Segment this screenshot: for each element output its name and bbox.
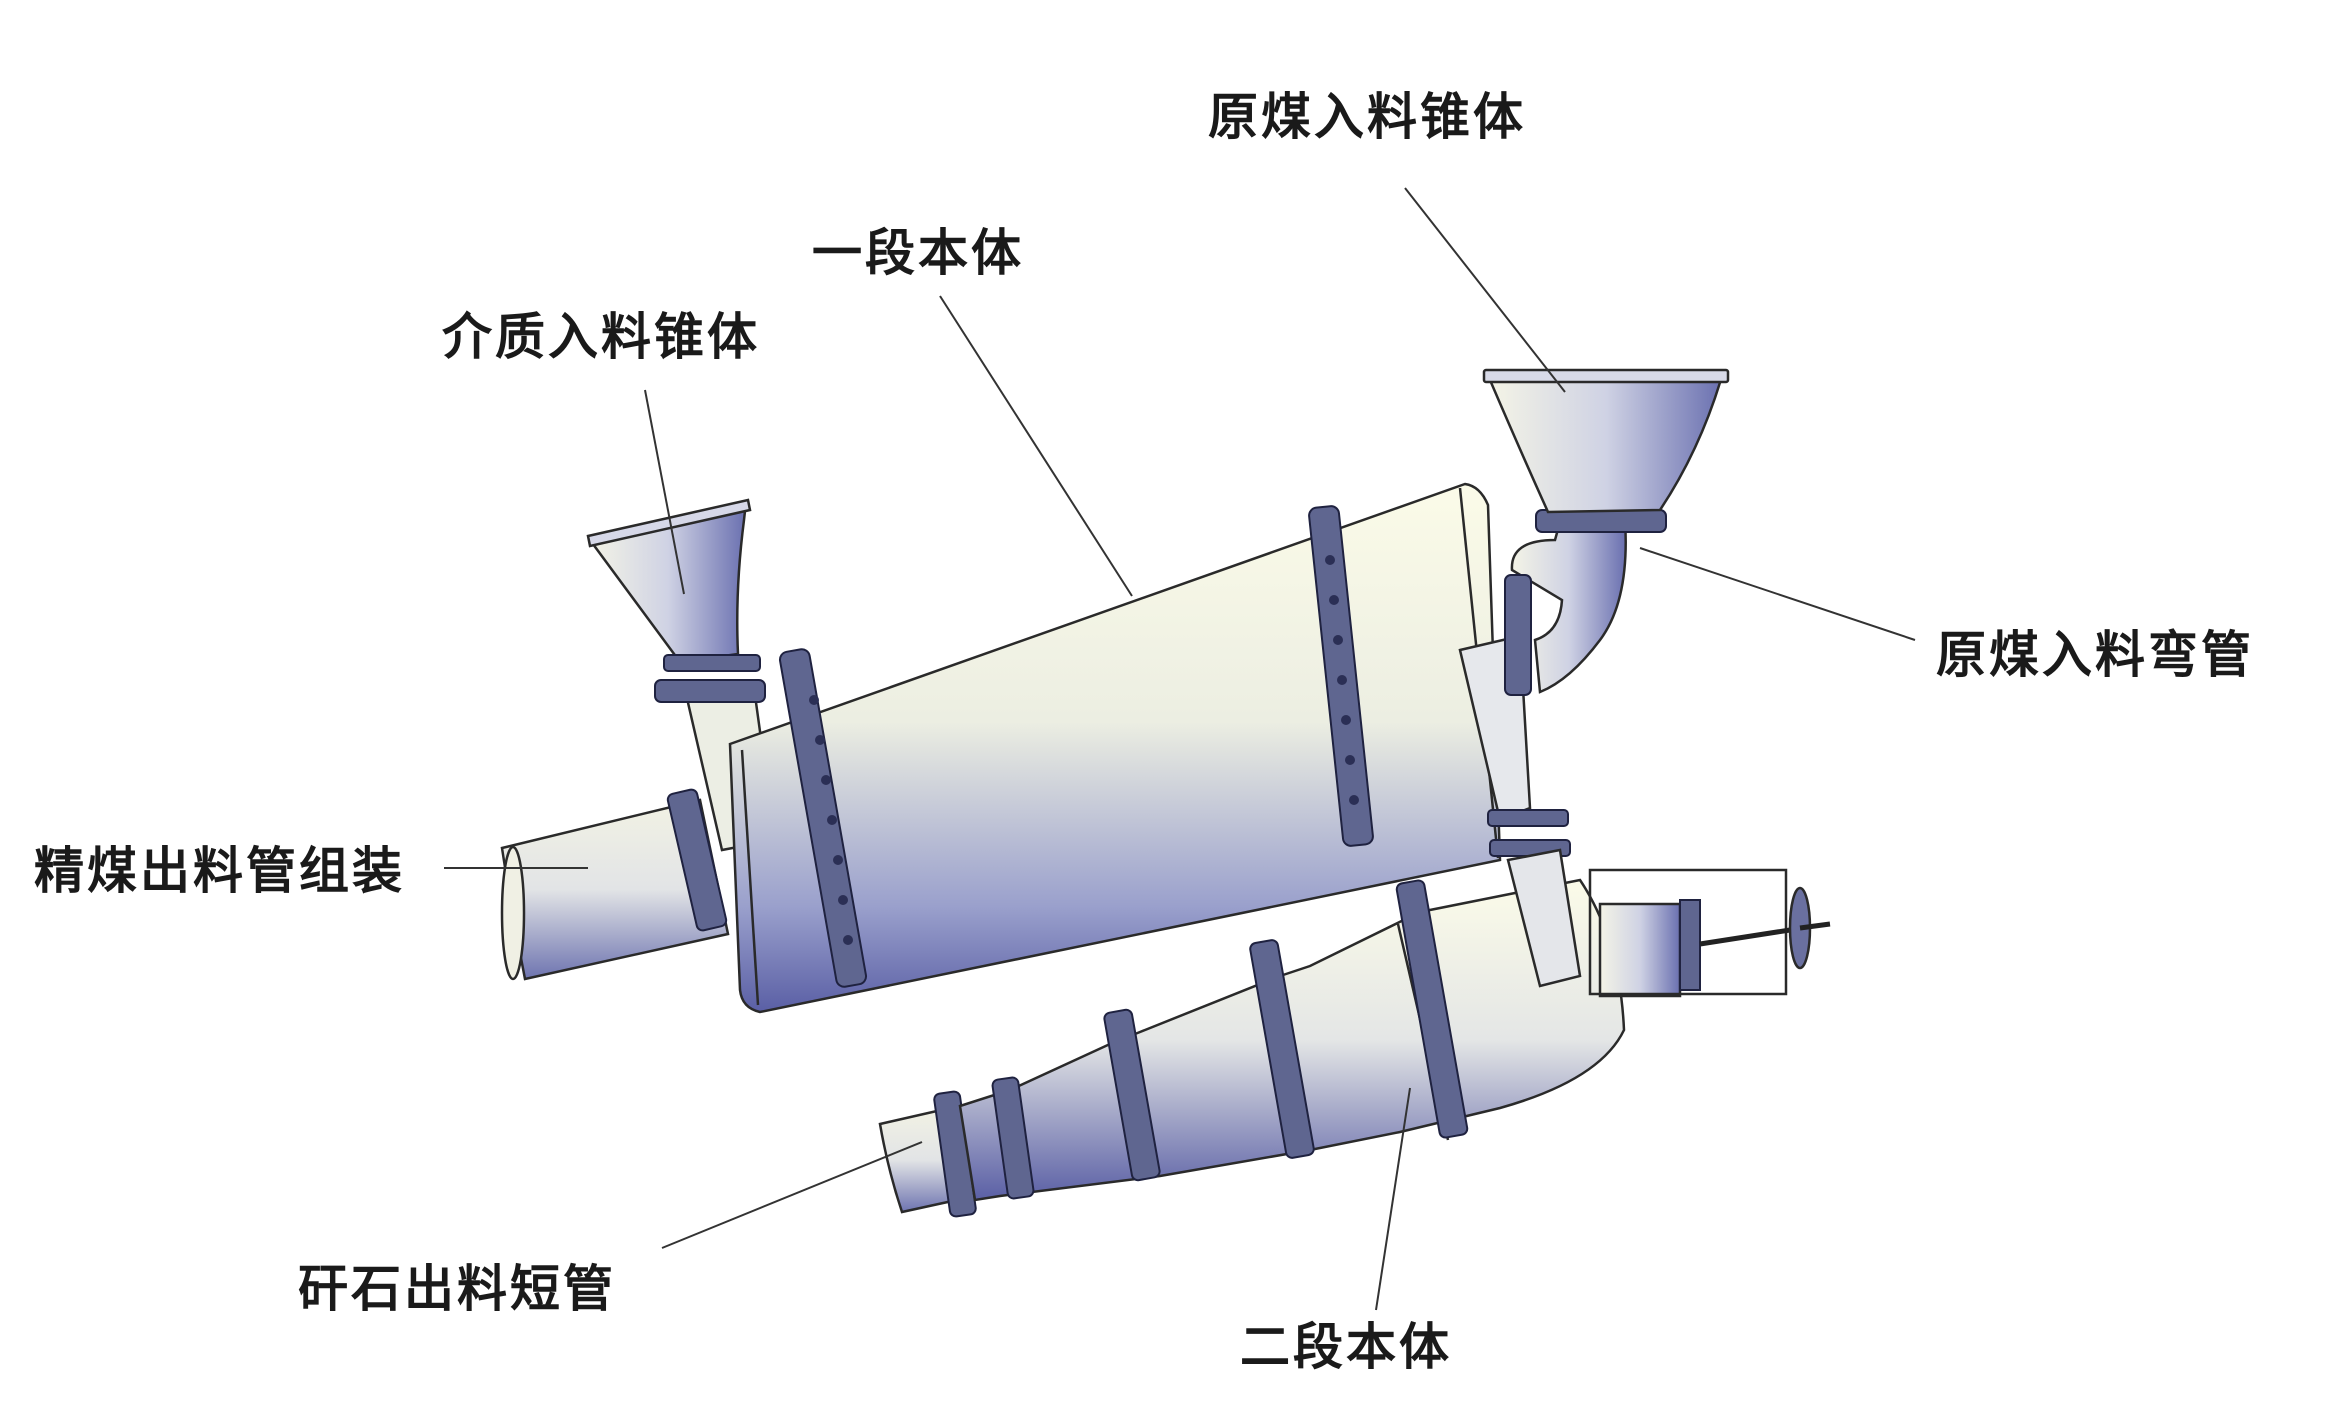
- raw-coal-feed-cone: [1482, 368, 1730, 514]
- label-raw-coal-feed-cone: 原煤入料锥体: [1208, 88, 1526, 146]
- clean-coal-discharge-pipe: [500, 788, 730, 981]
- leader-raw-coal-feed-elbow: [1639, 547, 1916, 641]
- label-stage-two-body: 二段本体: [1240, 1318, 1452, 1376]
- stage-one-assembly: [500, 368, 1730, 1014]
- label-raw-coal-feed-elbow: 原煤入料弯管: [1936, 626, 2254, 684]
- label-medium-feed-cone: 介质入料锥体: [442, 308, 760, 366]
- stage-one-flanges: [778, 505, 1374, 988]
- leader-stage-two-body: [1375, 1087, 1411, 1311]
- label-gangue-discharge-short-pipe: 矸石出料短管: [298, 1260, 616, 1318]
- leader-medium-feed-cone: [644, 389, 685, 595]
- leader-raw-coal-feed-cone: [1404, 187, 1566, 393]
- stage-two-assembly: [878, 848, 1831, 1218]
- raw-coal-feed-elbow: [1504, 509, 1667, 696]
- leader-stage-one-body: [939, 295, 1133, 597]
- leader-lines: [444, 187, 1916, 1311]
- medium-feed-cone-assembly: [586, 498, 777, 852]
- gangue-discharge-short-pipe: [878, 1090, 977, 1218]
- stage-two-flanges: [991, 879, 1469, 1200]
- label-clean-coal-discharge-pipe-assembly: 精煤出料管组装: [34, 842, 405, 900]
- leader-gangue-discharge: [661, 1141, 923, 1249]
- label-stage-one-body: 一段本体: [812, 224, 1024, 282]
- outlet-valve: [1506, 848, 1831, 998]
